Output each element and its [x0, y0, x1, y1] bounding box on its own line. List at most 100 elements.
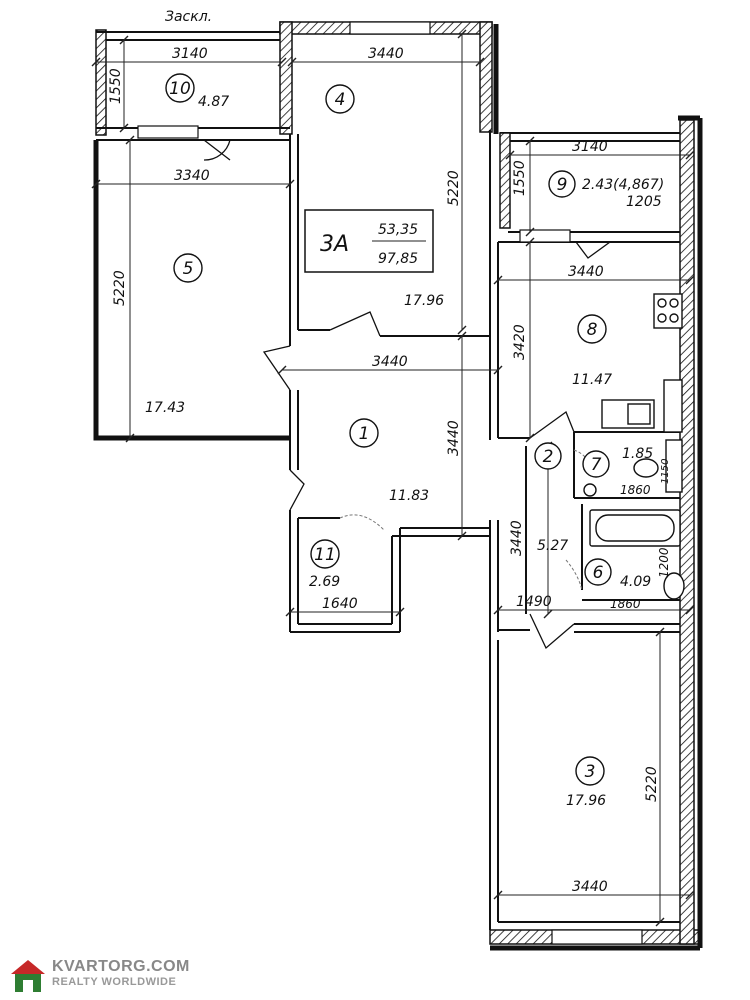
door-room-11-arc [339, 514, 385, 531]
balcony-door-10 [137, 125, 199, 139]
walls [93, 21, 703, 951]
room-area-7: 1.85 [622, 446, 653, 462]
room-area-3: 17.96 [566, 793, 606, 809]
room-area-2: 5.27 [537, 538, 568, 554]
dim-1550-room9: 1550 [512, 160, 528, 196]
kitchen-cabinet-icon [663, 379, 683, 433]
dim-3440-room4: 3440 [368, 46, 404, 62]
room-number-4: 4 [335, 90, 346, 110]
room-marker-2 [534, 442, 562, 470]
door-room-5 [262, 345, 291, 391]
stove-burner-4-icon [669, 313, 679, 323]
plan-labels: Заскл. 3А 53,35 97,85 10 4 5 9 8 1 2 7 6… [108, 9, 671, 895]
house-logo-icon [11, 960, 45, 992]
room-number-9: 9 [557, 175, 568, 195]
plan-title-label: Заскл. [165, 9, 212, 25]
door-balcony-9 [575, 241, 611, 259]
wall-balcony-10-left [95, 29, 107, 136]
watermark: KVARTORG.COM REALTY WORLDWIDE [8, 956, 208, 996]
room-markers [165, 73, 612, 786]
dim-1490: 1490 [516, 594, 552, 610]
room-number-3: 3 [585, 762, 596, 782]
room-area-1: 11.83 [389, 488, 429, 504]
room-number-1: 1 [359, 424, 370, 444]
wall-outer-right [679, 119, 695, 945]
apartment-total-area: 97,85 [378, 251, 418, 267]
apartment-living-area: 53,35 [378, 222, 418, 238]
dim-1640-room11: 1640 [322, 596, 358, 612]
dim-3440-corr: 3440 [509, 520, 525, 556]
stove-burner-2-icon [669, 298, 679, 308]
room-area-6: 4.09 [620, 574, 651, 590]
door-room-10 [203, 139, 231, 161]
wall-outer-left [93, 140, 290, 441]
room-number-8: 8 [587, 320, 598, 340]
room-marker-1 [349, 418, 379, 448]
room-area-9: 2.43(4,867) [582, 177, 664, 193]
wall-room-4-left [279, 21, 293, 135]
room-area-8: 11.47 [572, 372, 612, 388]
dim-1205-room9: 1205 [626, 194, 662, 210]
apartment-code: 3А [320, 232, 349, 257]
window-room-4 [349, 21, 431, 35]
dim-3340-room5: 3340 [174, 168, 210, 184]
room-number-11: 11 [314, 545, 336, 565]
room-marker-11 [310, 539, 340, 569]
door-kitchen [529, 410, 575, 439]
bath-sink-icon [663, 572, 685, 600]
dim-1860-room7: 1860 [620, 483, 651, 497]
room-number-6: 6 [593, 563, 604, 583]
watermark-subtitle: REALTY WORLDWIDE [52, 976, 177, 988]
dim-3420-room8: 3420 [512, 324, 528, 360]
room-number-5: 5 [183, 259, 194, 279]
room-area-11: 2.69 [309, 574, 340, 590]
room-marker-7 [582, 450, 610, 478]
room-marker-9 [548, 170, 576, 198]
room-marker-10 [165, 73, 195, 103]
room-marker-6 [584, 558, 612, 586]
dim-3440-hall-v: 3440 [446, 420, 462, 456]
window-room-3 [551, 929, 643, 945]
room-marker-4 [325, 84, 355, 114]
dim-1200-room6: 1200 [657, 547, 671, 578]
balcony-door-9 [519, 229, 571, 243]
door-entrance [289, 469, 305, 511]
room-number-10: 10 [169, 79, 191, 99]
wall-room-4-right [479, 21, 493, 133]
wc-cabinet-icon [665, 439, 683, 493]
dimension-lines [91, 29, 695, 927]
room-marker-8 [577, 314, 607, 344]
door-room-4 [329, 311, 381, 337]
dim-3440-room3: 3440 [572, 879, 608, 895]
dim-5220-room3: 5220 [644, 766, 660, 802]
bathtub-inner-icon [595, 514, 675, 542]
stove-burner-3-icon [657, 313, 667, 323]
dim-3140-room9: 3140 [572, 139, 608, 155]
door-bath-arc [565, 559, 583, 591]
room-marker-5 [173, 253, 203, 283]
watermark-title: KVARTORG.COM [52, 958, 190, 975]
dim-3440-room8: 3440 [568, 264, 604, 280]
room-number-7: 7 [591, 455, 602, 475]
wc-sink-icon [583, 483, 597, 497]
stove-burner-1-icon [657, 298, 667, 308]
dim-1550-left: 1550 [108, 68, 124, 104]
room-number-2: 2 [543, 447, 554, 467]
dim-1860-room6: 1860 [610, 597, 641, 611]
dim-3440-hall: 3440 [372, 354, 408, 370]
room-area-4: 17.96 [404, 293, 444, 309]
dim-3140-top: 3140 [172, 46, 208, 62]
room-area-5: 17.43 [145, 400, 185, 416]
dim-5220-room4: 5220 [446, 170, 462, 206]
wall-balcony-9-left [499, 132, 511, 229]
fixtures [583, 293, 685, 600]
dim-5220-room5: 5220 [112, 270, 128, 306]
kitchen-sink-bowl-icon [627, 403, 651, 425]
door-room-2-left [529, 613, 575, 650]
dim-1150-room7: 1150 [660, 459, 671, 484]
toilet-icon [633, 458, 659, 478]
room-marker-3 [575, 756, 605, 786]
room-area-10: 4.87 [198, 94, 229, 110]
stove-icon [653, 293, 683, 329]
